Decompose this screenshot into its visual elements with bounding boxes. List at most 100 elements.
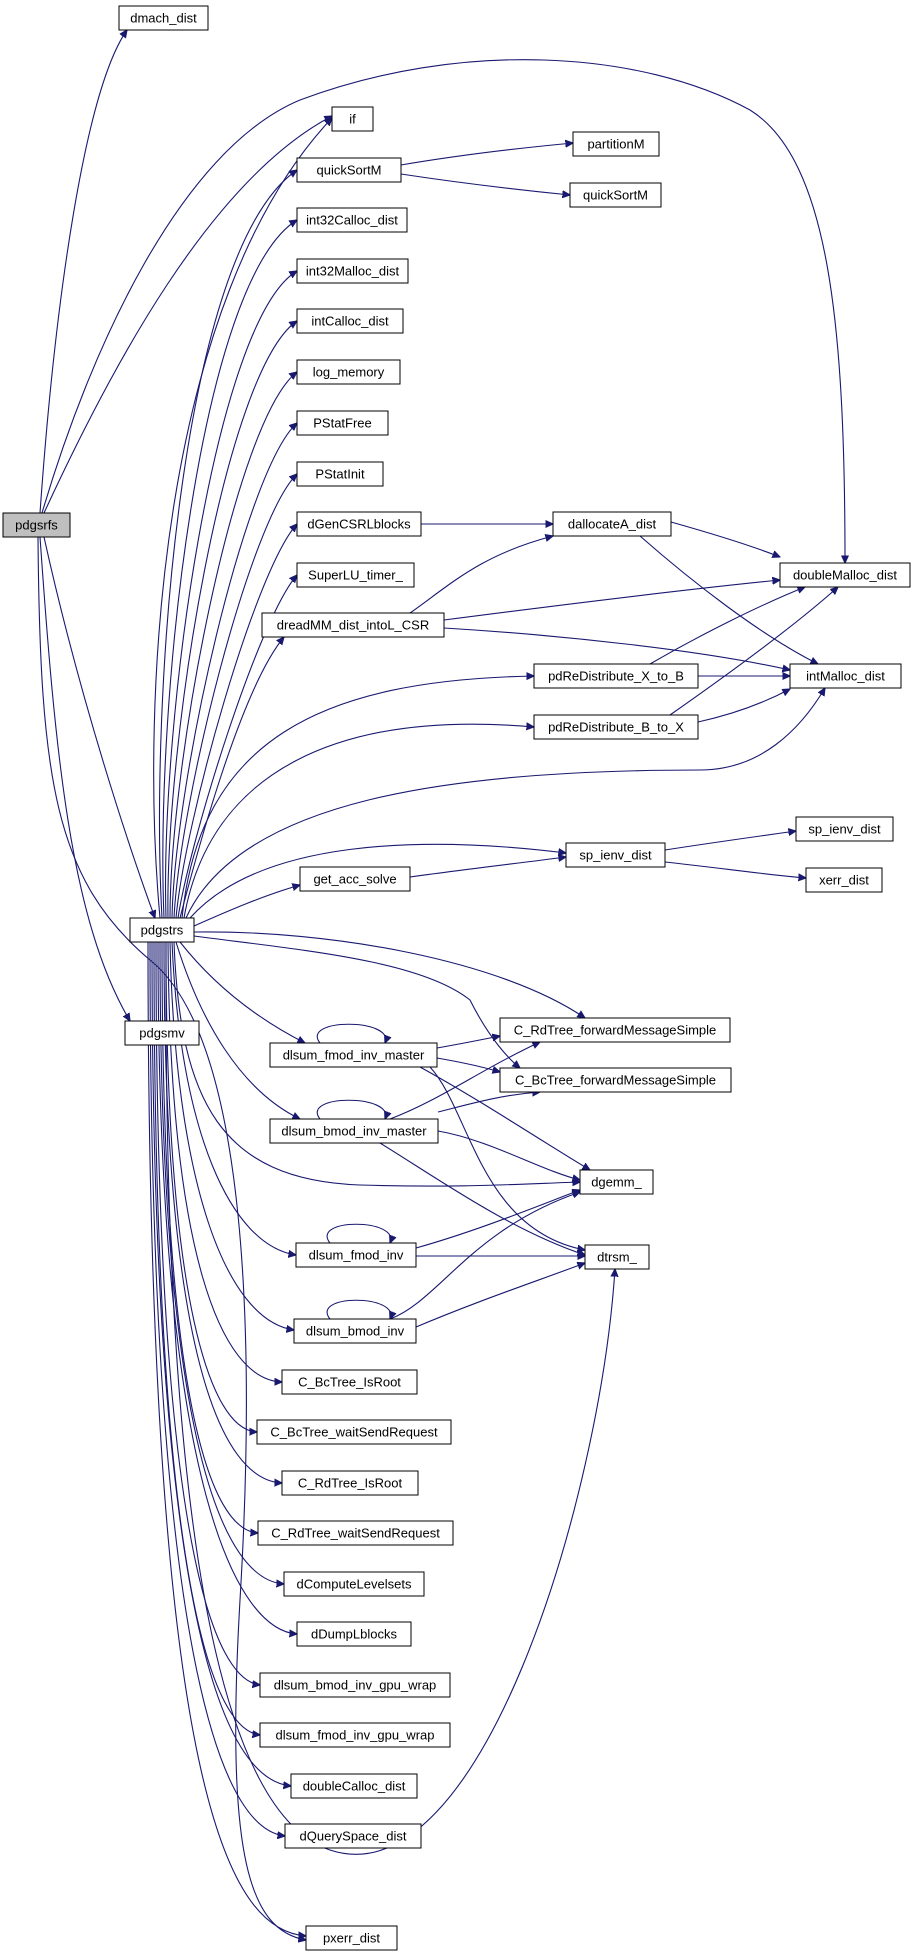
node-C_BcTree_IsRoot[interactable]: C_BcTree_IsRoot xyxy=(281,1369,418,1395)
edge-pdgstrs-to-C_BcTree_waitSendRequest xyxy=(165,941,257,1432)
edge-dlsum_fmod_inv_master-to-dtrsm_ xyxy=(429,1066,585,1250)
node-pdgsrfs[interactable]: pdgsrfs xyxy=(2,512,71,538)
edge-dlsum_bmod_inv_master-to-dtrsm_ xyxy=(379,1142,585,1255)
node-xerr_dist[interactable]: xerr_dist xyxy=(805,867,883,893)
node-dgemm_[interactable]: dgemm_ xyxy=(579,1169,654,1195)
node-label: quickSortM xyxy=(316,163,381,178)
node-partitionM[interactable]: partitionM xyxy=(572,131,660,157)
node-dlsum_bmod_inv_master[interactable]: dlsum_bmod_inv_master xyxy=(269,1118,439,1144)
node-dallocateA_dist[interactable]: dallocateA_dist xyxy=(552,511,672,537)
node-box xyxy=(499,1067,732,1093)
edge-sp_ienv_dist-to-xerr_dist xyxy=(664,861,806,878)
node-PStatFree[interactable]: PStatFree xyxy=(296,410,389,436)
node-box xyxy=(569,182,662,208)
node-dlsum_bmod_inv_gpu_wrap[interactable]: dlsum_bmod_inv_gpu_wrap xyxy=(259,1672,451,1698)
node-box xyxy=(269,1042,438,1068)
node-dlsum_fmod_inv[interactable]: dlsum_fmod_inv xyxy=(295,1242,417,1268)
edge-dlsum_fmod_inv-to-dgemm_ xyxy=(415,1190,580,1249)
node-box xyxy=(129,917,195,943)
edge-pdReDistribute_B_to_X-to-doubleMalloc_dist xyxy=(669,587,838,716)
node-box xyxy=(305,1925,398,1951)
node-label: dmach_dist xyxy=(130,11,197,26)
node-if[interactable]: if xyxy=(331,106,374,132)
node-C_RdTree_forwardMessageSimple[interactable]: C_RdTree_forwardMessageSimple xyxy=(499,1017,731,1043)
node-box xyxy=(257,1520,454,1546)
node-label: dlsum_bmod_inv xyxy=(306,1324,405,1339)
node-box xyxy=(124,1020,200,1046)
node-box xyxy=(290,1773,418,1799)
node-dlsum_bmod_inv[interactable]: dlsum_bmod_inv xyxy=(293,1318,417,1344)
node-intCalloc_dist[interactable]: intCalloc_dist xyxy=(296,308,404,334)
node-PStatInit[interactable]: PStatInit xyxy=(296,461,384,487)
edge-pdgsrfs-to-doubleMalloc_dist xyxy=(41,59,845,563)
edge-pdReDistribute_X_to_B-to-doubleMalloc_dist xyxy=(649,587,805,665)
node-int32Malloc_dist[interactable]: int32Malloc_dist xyxy=(296,258,409,284)
node-label: int32Calloc_dist xyxy=(306,213,398,228)
node-dQuerySpace_dist[interactable]: dQuerySpace_dist xyxy=(284,1823,422,1849)
node-label: quickSortM xyxy=(583,188,648,203)
node-C_RdTree_waitSendRequest[interactable]: C_RdTree_waitSendRequest xyxy=(257,1520,454,1546)
node-dmach_dist[interactable]: dmach_dist xyxy=(118,5,209,31)
node-box xyxy=(565,842,666,868)
node-box xyxy=(795,816,894,842)
node-C_RdTree_IsRoot[interactable]: C_RdTree_IsRoot xyxy=(281,1470,419,1496)
node-C_BcTree_waitSendRequest[interactable]: C_BcTree_waitSendRequest xyxy=(256,1419,452,1445)
node-label: dgemm_ xyxy=(591,1175,642,1190)
node-box xyxy=(261,612,445,638)
edge-pdgsrfs-to-dmach_dist xyxy=(39,30,127,514)
node-pdgsmv[interactable]: pdgsmv xyxy=(124,1020,200,1046)
node-intMalloc_dist[interactable]: intMalloc_dist xyxy=(789,663,902,689)
node-C_BcTree_forwardMessageSimple[interactable]: C_BcTree_forwardMessageSimple xyxy=(499,1067,732,1093)
node-quickSortM2[interactable]: quickSortM xyxy=(569,182,662,208)
node-box xyxy=(296,308,404,334)
node-log_memory[interactable]: log_memory xyxy=(296,359,401,385)
node-label: C_RdTree_forwardMessageSimple xyxy=(514,1023,717,1038)
node-box xyxy=(281,1470,419,1496)
edge-pdgstrs-to-sp_ienv_dist xyxy=(189,843,566,919)
node-sp_ienv_dist2[interactable]: sp_ienv_dist xyxy=(795,816,894,842)
node-quickSortM[interactable]: quickSortM xyxy=(296,157,402,183)
node-dComputeLevelsets[interactable]: dComputeLevelsets xyxy=(283,1571,425,1597)
node-box xyxy=(331,106,374,132)
edge-dlsum_bmod_inv_master-to-C_RdTree_forwardMessageSimple xyxy=(389,1042,540,1120)
node-label: sp_ienv_dist xyxy=(808,822,881,837)
node-pdReDistribute_X_to_B[interactable]: pdReDistribute_X_to_B xyxy=(533,663,699,689)
edge-pdgstrs-to-if xyxy=(153,118,332,919)
node-label: partitionM xyxy=(587,137,644,152)
edge-pdgstrs-to-pdReDistribute_X_to_B xyxy=(181,676,534,919)
node-box xyxy=(283,1571,425,1597)
node-label: dtrsm_ xyxy=(597,1250,638,1265)
edge-pdgstrs-to-C_RdTree_waitSendRequest xyxy=(161,941,258,1533)
edge-pdgstrs-to-PStatFree xyxy=(171,423,297,919)
node-box xyxy=(295,1242,417,1268)
edge-pdgstrs-to-int32Calloc_dist xyxy=(162,220,297,919)
node-dlsum_fmod_inv_master[interactable]: dlsum_fmod_inv_master xyxy=(269,1042,438,1068)
node-dreadMM_dist_intoL_CSR[interactable]: dreadMM_dist_intoL_CSR xyxy=(261,612,445,638)
node-doubleCalloc_dist[interactable]: doubleCalloc_dist xyxy=(290,1773,418,1799)
edge-pdgstrs-to-int32Malloc_dist xyxy=(165,271,297,919)
node-box xyxy=(779,562,911,588)
node-dDumpLblocks[interactable]: dDumpLblocks xyxy=(296,1621,412,1647)
node-sp_ienv_dist[interactable]: sp_ienv_dist xyxy=(565,842,666,868)
node-box xyxy=(584,1244,650,1270)
edge-dallocateA_dist-to-intMalloc_dist xyxy=(639,535,818,664)
edge-dlsum_bmod_inv-to-dlsum_bmod_inv xyxy=(326,1299,391,1319)
node-pdReDistribute_B_to_X[interactable]: pdReDistribute_B_to_X xyxy=(533,714,699,740)
node-doubleMalloc_dist[interactable]: doubleMalloc_dist xyxy=(779,562,911,588)
node-dtrsm_[interactable]: dtrsm_ xyxy=(584,1244,650,1270)
node-box xyxy=(259,1672,451,1698)
node-get_acc_solve[interactable]: get_acc_solve xyxy=(299,866,411,892)
node-label: xerr_dist xyxy=(819,873,869,888)
edge-pdgsrfs-to-pxerr_dist xyxy=(37,536,306,1940)
node-dlsum_fmod_inv_gpu_wrap[interactable]: dlsum_fmod_inv_gpu_wrap xyxy=(259,1722,451,1748)
edge-quickSortM-to-partitionM xyxy=(400,143,573,166)
edge-pdgstrs-to-dQuerySpace_dist xyxy=(149,941,285,1836)
node-int32Calloc_dist[interactable]: int32Calloc_dist xyxy=(296,207,408,233)
node-dGenCSRLblocks[interactable]: dGenCSRLblocks xyxy=(296,511,422,537)
node-label: C_BcTree_IsRoot xyxy=(298,1375,401,1390)
node-pdgstrs[interactable]: pdgstrs xyxy=(129,917,195,943)
node-SuperLU_timer_[interactable]: SuperLU_timer_ xyxy=(296,562,415,588)
node-label: dQuerySpace_dist xyxy=(300,1829,407,1844)
node-pxerr_dist[interactable]: pxerr_dist xyxy=(305,1925,398,1951)
